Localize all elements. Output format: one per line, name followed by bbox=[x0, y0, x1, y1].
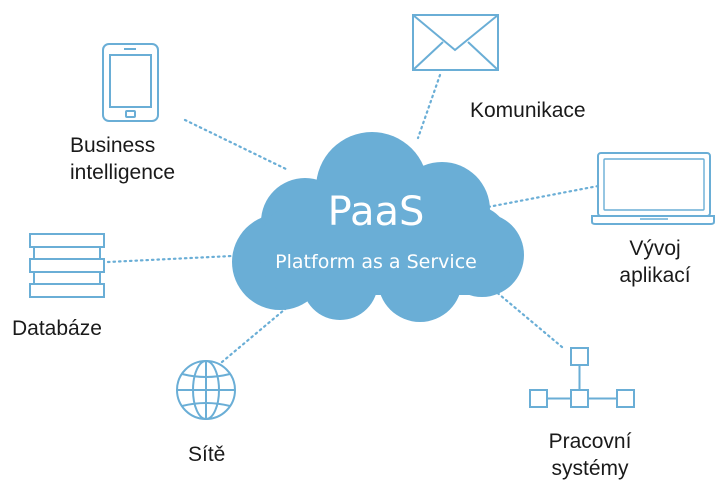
connector-site bbox=[220, 303, 292, 364]
connector-databaze bbox=[106, 254, 234, 264]
cloud-subtitle: Platform as a Service bbox=[275, 251, 477, 273]
workflow-icon bbox=[529, 347, 635, 408]
connector-pracovni-systemy bbox=[492, 288, 564, 349]
label-pracovni-systemy-line1: Pracovní bbox=[548, 430, 632, 453]
label-business-intelligence-line1: Business bbox=[70, 134, 156, 157]
connector-business-intelligence bbox=[183, 118, 290, 172]
label-vyvoj-aplikaci-line1: Vývoj bbox=[629, 237, 681, 260]
label-business-intelligence-line2: intelligence bbox=[70, 161, 176, 184]
label-vyvoj-aplikaci: Vývoj aplikací bbox=[605, 235, 705, 289]
label-databaze: Databáze bbox=[12, 317, 102, 340]
label-business-intelligence: Business intelligence bbox=[70, 132, 175, 186]
connector-komunikace bbox=[416, 73, 442, 140]
label-vyvoj-aplikaci-line2: aplikací bbox=[619, 264, 691, 287]
database-icon bbox=[29, 233, 105, 298]
label-pracovni-systemy: Pracovní systémy bbox=[530, 428, 650, 482]
label-site: Sítě bbox=[188, 443, 226, 466]
envelope-icon bbox=[412, 14, 499, 71]
laptop-icon bbox=[591, 152, 715, 225]
label-komunikace: Komunikace bbox=[470, 99, 586, 122]
connector-vyvoj-aplikaci bbox=[486, 184, 600, 209]
label-pracovni-systemy-line2: systémy bbox=[551, 457, 629, 480]
smartphone-icon bbox=[102, 43, 159, 122]
cloud-title: PaaS bbox=[327, 189, 425, 235]
globe-icon bbox=[176, 360, 236, 420]
cloud-shape bbox=[232, 132, 524, 322]
